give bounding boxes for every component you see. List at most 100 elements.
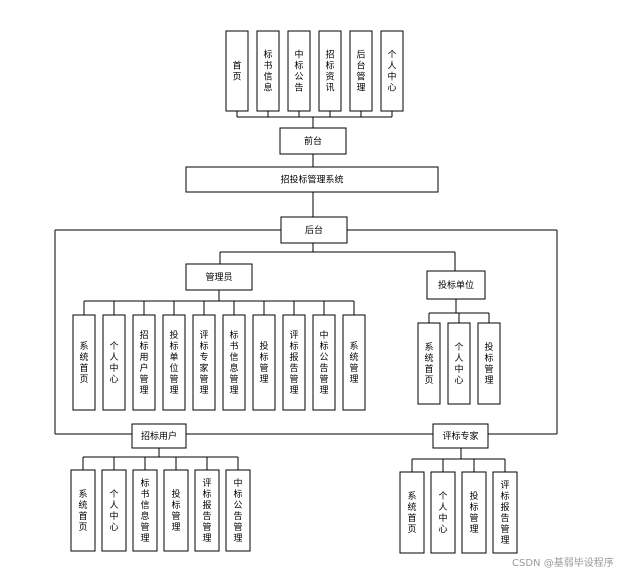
tenderer-item-1-frame	[70, 469, 96, 552]
admin-item-6: 标书信息管理	[222, 314, 246, 411]
expert-item-1-label: 系统首页	[407, 491, 416, 535]
frontend-node-frame	[279, 127, 347, 155]
tenderer-item-5-label: 评标报告管理	[202, 478, 211, 544]
admin-item-1: 系统首页	[72, 314, 96, 411]
frontend-item-6-label: 个人中心	[387, 50, 396, 94]
bidder-item-3-label: 投标管理	[484, 341, 493, 386]
admin-item-7-label: 投标管理	[259, 340, 268, 385]
expert-item-3-frame	[461, 471, 487, 554]
backend-node: 后台	[280, 216, 348, 244]
frontend-item-4-frame	[318, 30, 342, 112]
tenderer-item-5-frame	[194, 469, 220, 552]
expert-node-label: 评标专家	[442, 430, 478, 442]
tenderer-item-2-frame	[101, 469, 127, 552]
admin-item-8: 评标报告管理	[282, 314, 306, 411]
admin-node-frame	[185, 263, 253, 291]
admin-item-5: 评标专家管理	[192, 314, 216, 411]
admin-item-1-label: 系统首页	[79, 341, 88, 385]
frontend-item-3: 中标公告	[287, 30, 311, 112]
frontend-item-5-frame	[349, 30, 373, 112]
expert-item-2-label: 个人中心	[438, 491, 447, 535]
admin-item-4: 投标单位管理	[162, 314, 186, 411]
admin-item-9-label: 中标公告管理	[319, 329, 328, 396]
admin-item-6-frame	[222, 314, 246, 411]
admin-item-10-frame	[342, 314, 366, 411]
admin-item-3: 招标用户管理	[132, 314, 156, 411]
frontend-item-2-frame	[256, 30, 280, 112]
tenderer-item-3-label: 标书信息管理	[140, 477, 149, 544]
tenderer-item-3-frame	[132, 469, 158, 552]
admin-item-10-label: 系统管理	[349, 341, 358, 385]
tenderer-item-6-label: 中标公告管理	[233, 477, 242, 544]
frontend-item-5-label: 后台管理	[356, 50, 365, 94]
tenderer-item-3: 标书信息管理	[132, 469, 158, 552]
frontend-item-2: 标书信息	[256, 30, 280, 112]
tenderer-item-6: 中标公告管理	[225, 469, 251, 552]
expert-item-1: 系统首页	[399, 471, 425, 554]
admin-item-3-frame	[132, 314, 156, 411]
expert-node: 评标专家	[432, 423, 489, 449]
admin-item-2-label: 个人中心	[109, 341, 118, 385]
tenderer-node: 招标用户	[131, 423, 187, 449]
bidder-node-label: 投标单位	[438, 279, 474, 291]
bidder-node: 投标单位	[426, 270, 486, 300]
expert-item-4: 评标报告管理	[492, 471, 518, 554]
admin-item-5-frame	[192, 314, 216, 411]
admin-item-1-frame	[72, 314, 96, 411]
expert-item-4-frame	[492, 471, 518, 554]
bidder-item-3: 投标管理	[477, 322, 501, 405]
frontend-item-3-frame	[287, 30, 311, 112]
frontend-item-4: 招标资讯	[318, 30, 342, 112]
frontend-item-2-label: 标书信息	[263, 49, 272, 94]
bidder-item-1-frame	[417, 322, 441, 405]
admin-item-8-frame	[282, 314, 306, 411]
frontend-item-5: 后台管理	[349, 30, 373, 112]
diagram-boxes: 首页标书信息中标公告招标资讯后台管理个人中心前台招投标管理系统后台管理员系统首页…	[70, 30, 518, 554]
tenderer-item-6-frame	[225, 469, 251, 552]
expert-item-3-label: 投标管理	[469, 490, 478, 535]
frontend-node-label: 前台	[304, 135, 322, 147]
frontend-item-1: 首页	[225, 30, 249, 112]
tenderer-item-5: 评标报告管理	[194, 469, 220, 552]
admin-node: 管理员	[185, 263, 253, 291]
expert-item-3: 投标管理	[461, 471, 487, 554]
bidder-item-2-label: 个人中心	[454, 342, 463, 386]
admin-item-8-label: 评标报告管理	[289, 330, 298, 396]
admin-item-7-frame	[252, 314, 276, 411]
bidder-item-1: 系统首页	[417, 322, 441, 405]
tenderer-node-label: 招标用户	[141, 430, 177, 442]
admin-item-2-frame	[102, 314, 126, 411]
admin-item-4-frame	[162, 314, 186, 411]
tenderer-node-frame	[131, 423, 187, 449]
admin-item-5-label: 评标专家管理	[199, 330, 208, 396]
admin-item-3-label: 招标用户管理	[139, 329, 148, 396]
admin-node-label: 管理员	[205, 271, 232, 283]
tenderer-item-4-frame	[163, 469, 189, 552]
frontend-item-6: 个人中心	[380, 30, 404, 112]
bidder-item-1-label: 系统首页	[424, 342, 433, 386]
tenderer-item-2-label: 个人中心	[109, 489, 118, 533]
frontend-node: 前台	[279, 127, 347, 155]
system-node-frame	[185, 166, 439, 193]
admin-item-4-label: 投标单位管理	[169, 329, 178, 396]
tenderer-item-1: 系统首页	[70, 469, 96, 552]
expert-item-2-frame	[430, 471, 456, 554]
expert-node-frame	[432, 423, 489, 449]
tenderer-item-1-label: 系统首页	[78, 489, 87, 533]
expert-item-2: 个人中心	[430, 471, 456, 554]
frontend-item-1-label: 首页	[232, 60, 241, 83]
system-node-label: 招投标管理系统	[280, 174, 343, 186]
admin-item-9-frame	[312, 314, 336, 411]
tenderer-item-2: 个人中心	[101, 469, 127, 552]
tenderer-item-4: 投标管理	[163, 469, 189, 552]
admin-item-9: 中标公告管理	[312, 314, 336, 411]
bidder-item-2: 个人中心	[447, 322, 471, 405]
expert-item-4-label: 评标报告管理	[500, 480, 509, 546]
bidder-node-frame	[426, 270, 486, 300]
bidder-item-2-frame	[447, 322, 471, 405]
expert-item-1-frame	[399, 471, 425, 554]
connector-lines	[54, 111, 558, 472]
admin-item-10: 系统管理	[342, 314, 366, 411]
frontend-item-3-label: 中标公告	[294, 49, 303, 94]
